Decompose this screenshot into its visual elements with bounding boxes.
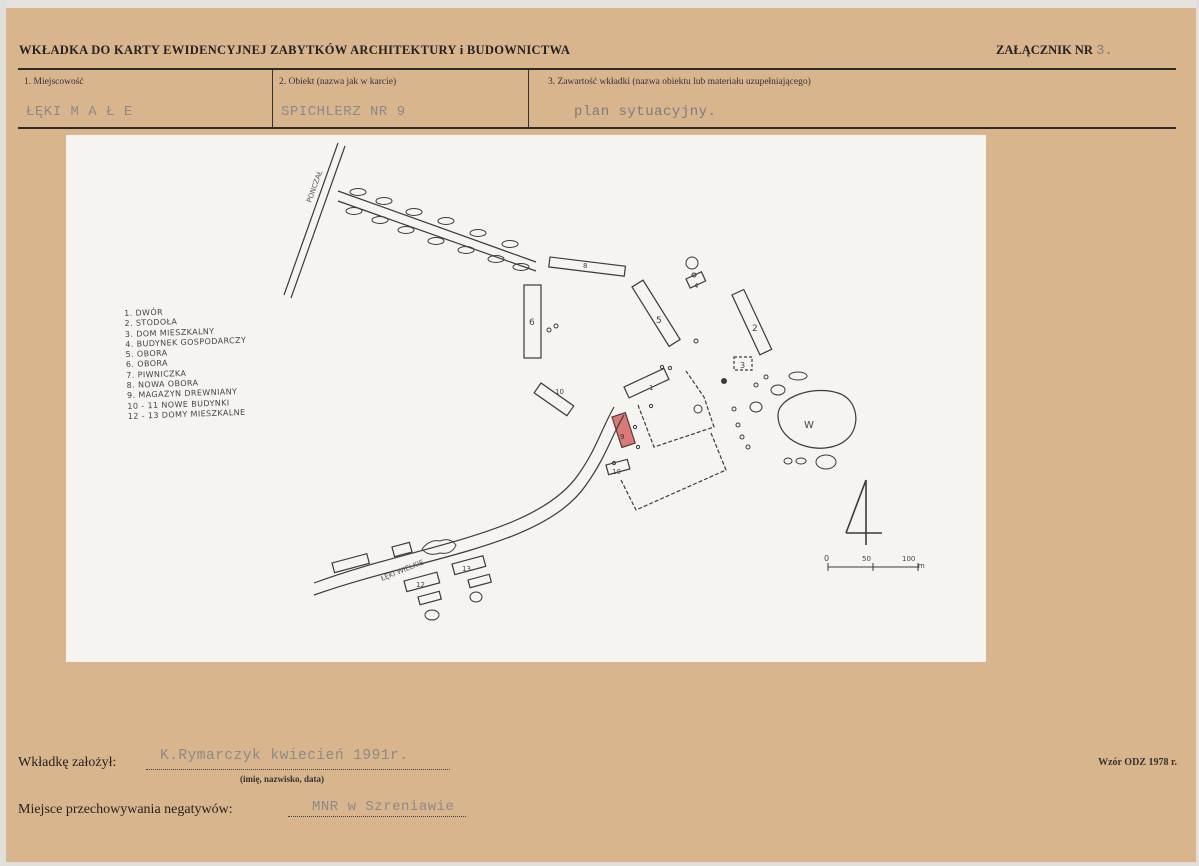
yard-dots <box>546 256 727 466</box>
building-1 <box>623 367 670 399</box>
site-plan-drawing: PONCZAŁ 8 6 5 2 4 <box>283 142 925 621</box>
building-4-label: 4 <box>694 282 699 290</box>
author-label: Wkładkę założył: <box>18 755 117 770</box>
building-12-label: 12 <box>416 581 425 589</box>
road-south-edge-2 <box>313 414 625 596</box>
building-13 <box>451 554 487 576</box>
building-10 <box>605 458 631 476</box>
building-1-label: 1 <box>649 384 653 392</box>
site-plan-legend: 1. DWÓR 2. STODOŁA 3. DOM MIESZKALNY 4. … <box>124 305 249 422</box>
house-b <box>391 541 413 558</box>
north-arrow <box>845 479 882 545</box>
building-8-label: 8 <box>583 262 587 270</box>
building-11-label: 10 <box>555 388 564 396</box>
building-9-label: 9 <box>620 433 624 441</box>
storage-label: Miejsce przechowywania negatywów: <box>18 802 233 817</box>
author-value: K.Rymarczyk kwiecień 1991r. <box>160 748 409 764</box>
avenue-line-1 <box>337 190 537 263</box>
header-rule-bottom <box>18 127 1176 129</box>
form-pattern: Wzór ODZ 1978 r. <box>1098 757 1177 768</box>
field-1-value: ŁĘKI M A Ł E <box>26 104 133 120</box>
house-c <box>417 590 443 606</box>
field-separator-2 <box>528 70 529 127</box>
manor-yard-fence <box>637 370 715 448</box>
road-north-edge-2 <box>290 145 346 299</box>
building-6 <box>523 284 542 359</box>
site-plan-sheet: PONCZAŁ 8 6 5 2 4 <box>66 135 986 662</box>
scale-unit: m <box>918 562 925 570</box>
building-9-granary <box>611 411 636 449</box>
building-4 <box>685 271 707 289</box>
avenue-trees <box>345 188 530 271</box>
building-12 <box>403 571 441 593</box>
scale-100: 100 <box>902 555 915 563</box>
scan-bottom-edge <box>0 862 1199 866</box>
storage-dotted-line <box>288 816 466 817</box>
scan-top-band <box>0 0 1199 8</box>
card-title: WKŁADKA DO KARTY EWIDENCYJNEJ ZABYTKÓW A… <box>19 43 571 57</box>
building-6-label: 6 <box>529 318 535 328</box>
scale-0: 0 <box>824 554 829 563</box>
building-3-label: 3 <box>740 361 745 370</box>
field-separator-1 <box>272 70 273 127</box>
building-5-label: 5 <box>656 316 662 326</box>
attachment-label: ZAŁĄCZNIK NR 3. <box>996 43 1113 59</box>
author-hint: (imię, nazwisko, data) <box>240 774 324 784</box>
building-2-label: 2 <box>752 324 758 334</box>
house-a <box>331 552 371 574</box>
author-dotted-line <box>146 769 450 770</box>
pond-label: W <box>804 420 814 431</box>
field-2-label: 2. Obiekt (nazwa jak w karcie) <box>279 77 397 87</box>
road-label-south: ŁĘKI WIELKIE <box>379 558 425 583</box>
storage-value: MNR w Szreniawie <box>312 799 455 815</box>
field-3-value: plan sytuacyjny. <box>574 104 717 120</box>
scan-left-edge <box>0 0 6 866</box>
avenue-line-2 <box>337 200 537 272</box>
field-3-label: 3. Zawartość wkładki (nazwa obiektu lub … <box>548 77 811 87</box>
building-10-label: 10 <box>612 468 621 476</box>
scale-bar <box>827 563 919 571</box>
bush-south <box>421 539 457 555</box>
header-rule-top <box>18 68 1176 70</box>
attachment-label-text: ZAŁĄCZNIK NR <box>996 43 1093 57</box>
road-south-edge-1 <box>313 406 615 584</box>
road-north-edge-1 <box>283 142 339 296</box>
building-13-label: 13 <box>462 565 471 573</box>
attachment-number: 3. <box>1096 43 1113 59</box>
pond-trees <box>731 371 837 470</box>
pond <box>777 389 857 449</box>
building-5 <box>631 279 681 348</box>
farm-yard-fence <box>620 432 727 511</box>
road-label-north: PONCZAŁ <box>305 170 324 204</box>
house-d <box>467 573 493 589</box>
scan-right-edge <box>1196 0 1199 866</box>
field-1-label: 1. Miejscowość <box>24 77 84 87</box>
building-8 <box>548 256 627 277</box>
building-11 <box>533 382 575 417</box>
scale-50: 50 <box>862 555 871 563</box>
building-2 <box>731 288 773 356</box>
tree-s2 <box>469 591 483 603</box>
building-3 <box>733 356 753 371</box>
field-2-value: SPICHLERZ NR 9 <box>281 104 406 120</box>
tree-s1 <box>424 609 440 621</box>
